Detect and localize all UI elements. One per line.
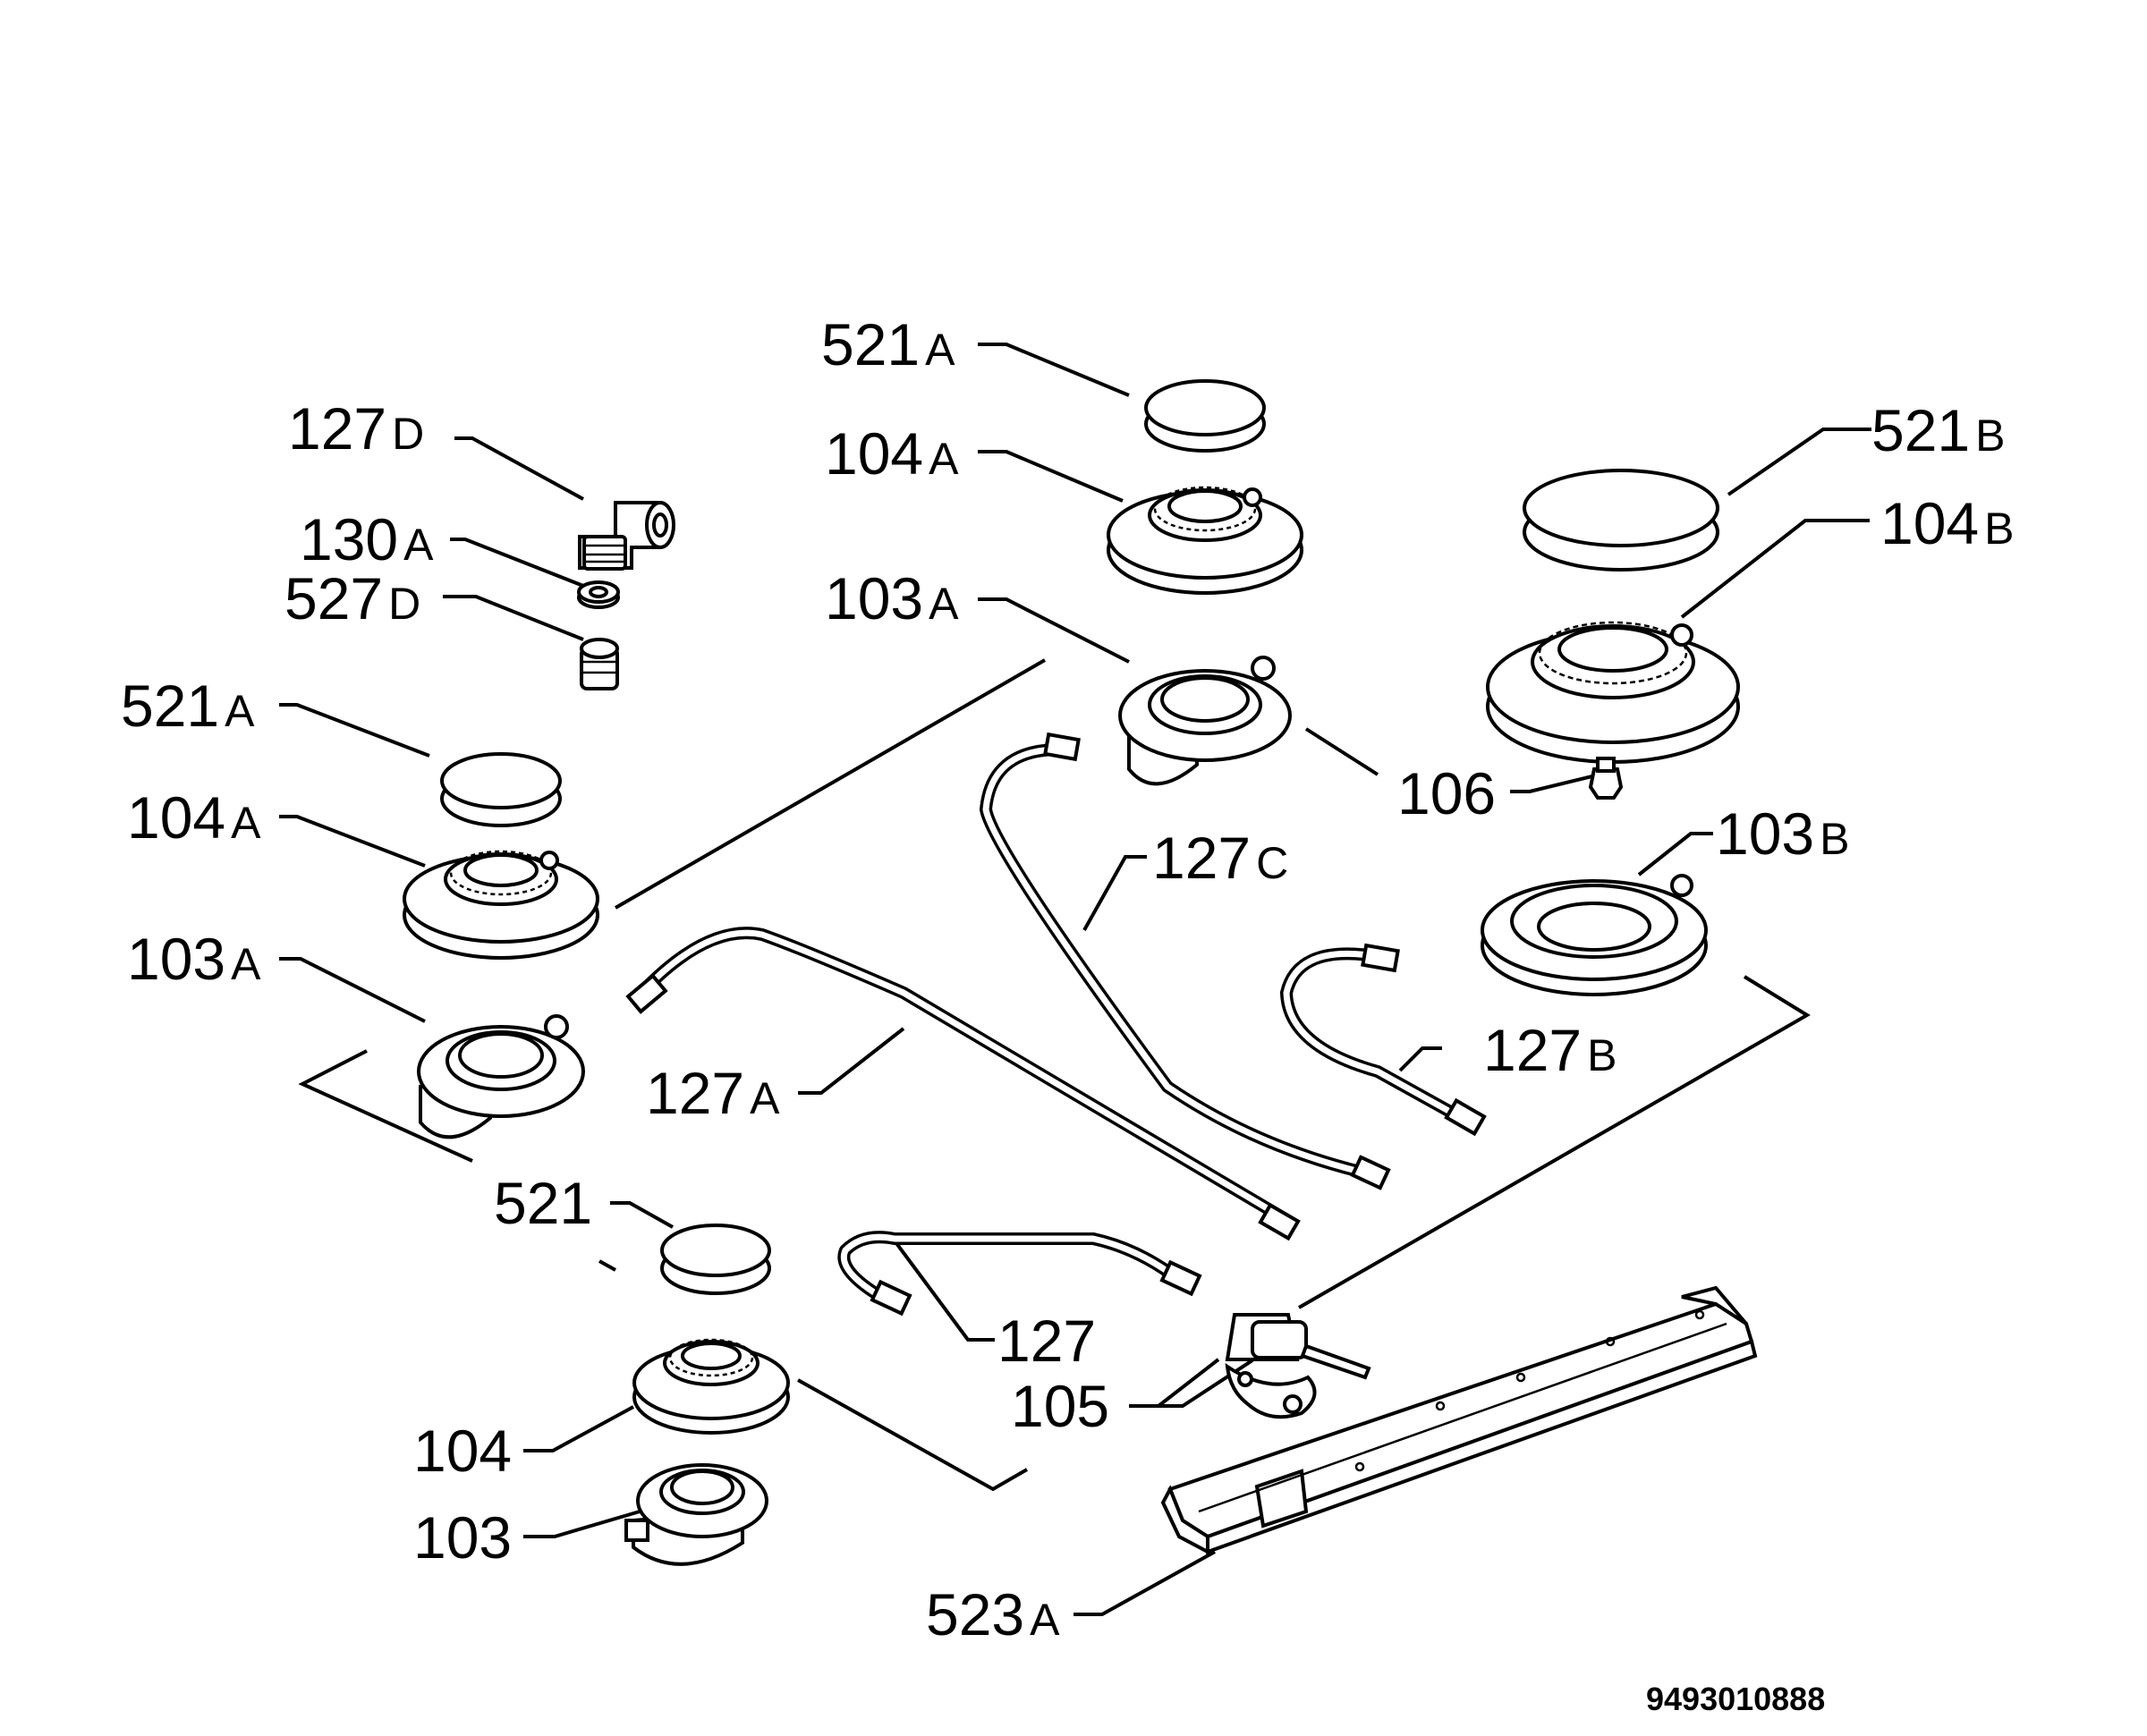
injector-106 bbox=[1588, 757, 1624, 800]
burner-cap-521a-left bbox=[440, 752, 562, 827]
leader-lines bbox=[279, 343, 1871, 1616]
burner-crown-104 bbox=[632, 1338, 790, 1435]
label-521: 521 bbox=[494, 1170, 592, 1236]
burner-cap-521a-top bbox=[1144, 379, 1266, 453]
burner-crown-104a-left bbox=[403, 850, 599, 960]
assembly-outline-lines bbox=[298, 658, 1811, 1492]
gas-pipe-127b bbox=[1279, 943, 1487, 1137]
burner-body-103 bbox=[624, 1463, 768, 1566]
label-103: 103 bbox=[413, 1504, 512, 1571]
burner-crown-104a-top bbox=[1107, 486, 1303, 595]
gas-pipe-127c bbox=[979, 732, 1391, 1190]
support-rail-523a bbox=[1160, 1285, 1758, 1555]
seal-130a bbox=[577, 580, 620, 609]
burner-cap-521 bbox=[660, 1224, 771, 1295]
gas-valve-105 bbox=[1225, 1313, 1371, 1419]
label-106: 106 bbox=[1397, 760, 1496, 826]
burner-body-103b bbox=[1481, 874, 1708, 996]
gas-pipe-127a bbox=[625, 927, 1301, 1241]
label-104: 104 bbox=[413, 1418, 512, 1484]
label-127: 127 bbox=[997, 1308, 1096, 1374]
document-number: 9493010888 bbox=[1646, 1681, 1825, 1717]
burner-cap-521b bbox=[1523, 469, 1719, 572]
burner-body-103a-left bbox=[417, 1014, 585, 1139]
burner-crown-104b bbox=[1486, 621, 1740, 764]
burner-body-103a-top bbox=[1118, 656, 1292, 786]
seal-527d bbox=[580, 638, 619, 690]
elbow-fitting-127d bbox=[578, 501, 675, 571]
label-105: 105 bbox=[1011, 1373, 1109, 1439]
gas-pipe-127 bbox=[837, 1231, 1202, 1317]
